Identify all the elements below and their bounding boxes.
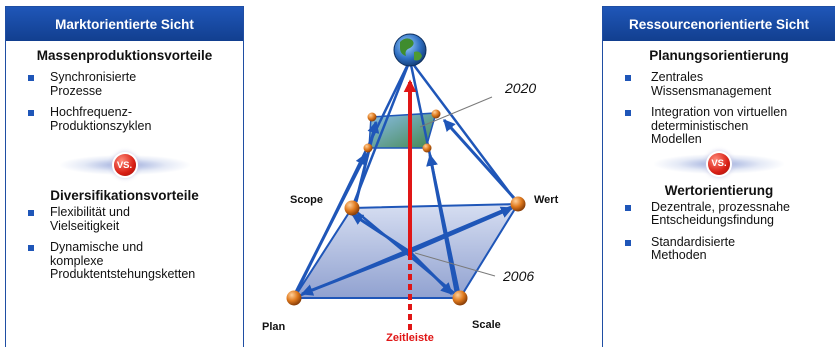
- plan-label: Plan: [262, 321, 286, 333]
- list-item: Integration von virtuellen deterministis…: [603, 105, 835, 147]
- scale-label: Scale: [472, 319, 501, 331]
- list-item: Flexibilität und Vielseitigkeit: [6, 205, 243, 233]
- list-item: Dezentrale, prozessnahe Entscheidungsfin…: [603, 200, 835, 228]
- resource-view-panel: Ressourcenorientierte Sicht Planungsorie…: [602, 6, 835, 347]
- scope-label: Scope: [290, 194, 323, 206]
- scale-node: [452, 290, 468, 306]
- bullet-icon: [28, 210, 34, 216]
- vs-separator: VS.: [6, 143, 243, 187]
- list-item: Synchronisierte Prozesse: [6, 70, 243, 98]
- year-2006-label: 2006: [502, 268, 534, 284]
- bullet-icon: [28, 75, 34, 81]
- scope-node: [344, 200, 360, 216]
- diversification-title: Diversifikationsvorteile: [50, 188, 199, 203]
- bullet-icon: [625, 204, 631, 211]
- market-view-panel: Marktorientierte Sicht Massenproduktions…: [5, 6, 244, 347]
- growth-arrows: [294, 118, 516, 296]
- list-item: Dynamische und komplexe Produktentstehun…: [6, 240, 243, 282]
- bullet-icon: [28, 110, 34, 116]
- vs-badge: VS.: [113, 154, 136, 176]
- market-view-header: Marktorientierte Sicht: [6, 7, 243, 41]
- value-orientation-title: Wertorientierung: [664, 182, 774, 198]
- mass-production-title: Massenproduktionsvorteile: [36, 48, 213, 63]
- timeline-label: Zeitleiste: [386, 332, 434, 344]
- year-pointer-2006: [414, 252, 496, 277]
- year-pointer-2020: [419, 96, 493, 128]
- vs-separator: VS.: [603, 147, 835, 181]
- resource-view-header: Ressourcenorientierte Sicht: [603, 7, 835, 41]
- list-item: Standardisierte Methoden: [603, 235, 835, 263]
- wert-label: Wert: [534, 194, 559, 206]
- vs-badge: VS.: [708, 152, 730, 175]
- bullet-icon: [28, 245, 34, 251]
- list-item: Zentrales Wissensmanagement: [603, 70, 835, 98]
- bullet-icon: [625, 239, 631, 246]
- globe-icon: [393, 33, 427, 67]
- planning-orientation-title: Planungsorientierung: [649, 48, 789, 63]
- list-item: Hochfrequenz- Produktionszyklen: [6, 105, 243, 133]
- bullet-icon: [625, 110, 631, 116]
- bullet-icon: [625, 75, 631, 81]
- wert-node: [510, 196, 526, 212]
- top-nodes: [363, 109, 441, 153]
- year-2020-label: 2020: [504, 80, 536, 96]
- plan-node: [286, 290, 302, 306]
